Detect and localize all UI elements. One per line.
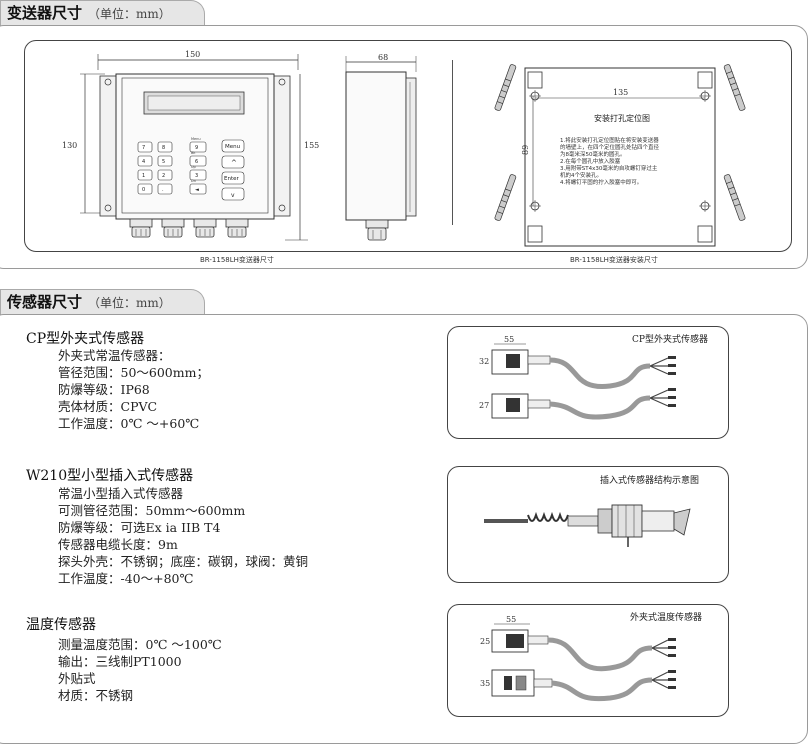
front-height-label: 130	[62, 141, 77, 150]
func-key-label-1: Menu	[191, 137, 201, 141]
transmitter-section-title: 变送器尺寸	[7, 4, 83, 22]
transmitter-front-view: 150 130 155 7 8 9 4 5 6 1 2 3 0. ◄ Menu ^ Enter…	[62, 50, 319, 241]
up-key-label: ^	[231, 159, 237, 167]
insertion-sensor-drawing	[484, 504, 691, 547]
insertion-sensor-diagram-title: 插入式传感器结构示意图	[600, 476, 700, 486]
spec-line: 材质：不锈钢	[58, 688, 134, 703]
mount-notes: 1.将此安装打孔定位图贴在将安装变送器 的墙壁上，在四个定位圆孔处钻四个直径 为…	[560, 138, 659, 187]
spec-line: 防爆等级：可选Ex ia IIB T4	[58, 520, 221, 535]
front-total-height-label: 155	[304, 141, 319, 150]
func-key-label-4: Dn	[191, 179, 196, 183]
drawing-divider	[452, 60, 453, 225]
svg-text:6: 6	[195, 159, 198, 165]
front-view-caption: BR-1158LH变送器尺寸	[200, 256, 274, 264]
temp-dim-h1: 25	[480, 637, 490, 646]
svg-text:◄: ◄	[195, 187, 199, 193]
menu-key-label: Menu	[225, 144, 240, 150]
svg-text:1: 1	[142, 173, 145, 179]
side-depth-label: 68	[378, 53, 388, 62]
mount-height-label: 89	[521, 145, 530, 155]
temp-sensor-diagram-title: 外夹式温度传感器	[630, 613, 703, 623]
temp-dim-width: 55	[506, 615, 516, 624]
transmitter-side-view: 68	[345, 53, 417, 241]
svg-text:0: 0	[142, 187, 145, 193]
cp-dim-h1: 32	[479, 357, 489, 366]
temp-sensor-drawing: 55 25 35	[480, 615, 676, 702]
svg-text:2: 2	[162, 173, 165, 179]
cp-sensor-specs: 外夹式常温传感器： 管径范围：50～600mm； 防爆等级：IP68 壳体材质：…	[58, 347, 209, 432]
cp-dim-h2: 27	[479, 401, 489, 410]
svg-text:9: 9	[195, 145, 198, 151]
mount-note-line: 4.将螺钉平固的拧入胶塞中即可。	[560, 180, 643, 186]
svg-text:3: 3	[195, 173, 198, 179]
temp-sensor-specs: 测量温度范围：0℃ ～100℃ 输出：三线制PT1000 外贴式 材质：不锈钢	[58, 636, 222, 704]
mount-note-line: 3.用附带ST4x30毫米的自攻螺钉穿过主	[560, 166, 658, 172]
w210-sensor-name: W210型小型插入式传感器	[26, 468, 194, 484]
spec-line: 防爆等级：IP68	[58, 382, 150, 397]
cp-sensor-drawing: 55 32 27	[479, 336, 676, 420]
spec-line: 外夹式常温传感器：	[58, 348, 171, 363]
mount-note-line: 机的4个安装孔。	[560, 173, 602, 179]
spec-line: 管径范围：50～600mm；	[58, 365, 209, 380]
mount-width-label: 135	[613, 88, 628, 97]
svg-text:.: .	[162, 187, 164, 193]
cp-sensor-diagram-title: CP型外夹式传感器	[632, 335, 708, 345]
spec-line: 壳体材质：CPVC	[58, 399, 158, 414]
mounting-hole-drawing: 135 89	[494, 64, 746, 247]
down-key-label: v	[231, 192, 235, 199]
sensor-section-tab: 传感器尺寸 （单位：mm）	[0, 289, 205, 315]
temp-dim-h2: 35	[480, 679, 490, 688]
func-key-label-3: Up	[191, 165, 197, 169]
spec-line: 输出：三线制PT1000	[58, 654, 182, 669]
spec-line: 传感器电缆长度：9m	[58, 537, 178, 552]
front-width-label: 150	[185, 50, 200, 59]
sensor-section-title: 传感器尺寸	[7, 293, 83, 311]
spec-line: 测量温度范围：0℃ ～100℃	[58, 637, 222, 652]
enter-key-label: Enter	[224, 176, 240, 182]
spec-line: 探头外壳：不锈钢；底座：碳钢，球阀：黄铜	[58, 554, 309, 569]
spec-line: 可测管径范围：50mm～600mm	[58, 503, 246, 518]
temp-sensor-diagram	[447, 604, 729, 717]
w210-sensor-specs: 常温小型插入式传感器 可测管径范围：50mm～600mm 防爆等级：可选Ex i…	[58, 485, 308, 587]
mount-drawing-title: 安装打孔定位图	[594, 114, 650, 123]
transmitter-section-unit: （单位：mm）	[88, 7, 171, 21]
svg-text:7: 7	[142, 145, 145, 151]
spec-line: 外贴式	[58, 671, 96, 686]
transmitter-section-tab: 变送器尺寸 （单位：mm）	[0, 0, 205, 26]
func-key-label-2: Bk	[191, 151, 196, 155]
mount-note-line: 的墙壁上，在四个定位圆孔处钻四个直径	[560, 145, 660, 151]
svg-text:8: 8	[162, 145, 165, 151]
temp-sensor-name: 温度传感器	[26, 617, 96, 633]
mount-note-line: 为8毫米深50毫米的圆孔。	[560, 152, 626, 158]
spec-line: 常温小型插入式传感器	[58, 486, 184, 501]
cp-dim-width: 55	[504, 336, 514, 344]
transmitter-panel	[0, 25, 808, 269]
svg-text:5: 5	[162, 159, 165, 165]
mount-note-line: 1.将此安装打孔定位图贴在将安装变送器	[560, 138, 659, 144]
mount-caption: BR-1158LH变送器安装尺寸	[570, 256, 658, 264]
spec-line: 工作温度：0℃ ～+60℃	[58, 416, 200, 431]
spec-line: 工作温度：-40～+80℃	[58, 571, 194, 586]
sensor-section-unit: （单位：mm）	[88, 296, 171, 310]
mount-note-line: 2.在每个圆孔中放入胶塞	[560, 159, 621, 165]
cp-sensor-name: CP型外夹式传感器	[26, 331, 145, 347]
svg-text:4: 4	[142, 159, 145, 165]
